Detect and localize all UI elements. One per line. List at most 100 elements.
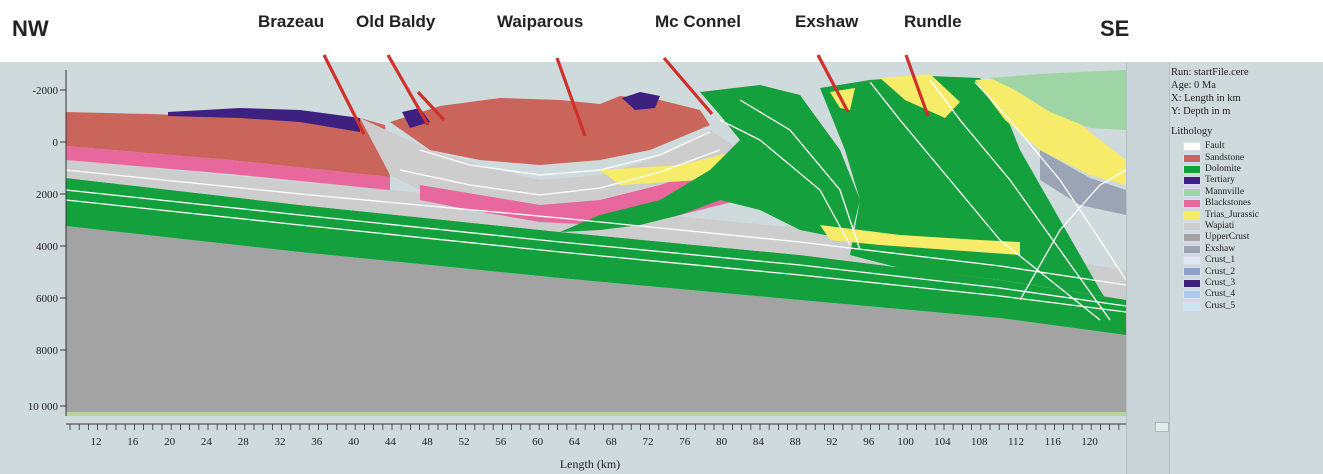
x-tick-label: 120 (1081, 436, 1098, 448)
x-tick-label: 60 (532, 436, 544, 448)
x-tick-label: 40 (348, 436, 360, 448)
x-tick-label: 32 (275, 436, 286, 448)
y-tick-label: 4000 (36, 241, 59, 253)
arrow-exshaw (816, 54, 850, 113)
y-axis-note: Y: Depth in m (1171, 106, 1231, 117)
horizon-lines (65, 79, 1127, 321)
x-tick-label: 48 (422, 436, 434, 448)
x-tick-label: 44 (385, 436, 397, 448)
x-tick-label: 108 (971, 436, 988, 448)
dolomite-sheet-mc-connel (560, 85, 860, 240)
legend-label: Crust_1 (1205, 255, 1236, 266)
legend-item: Crust_2 (1183, 266, 1321, 277)
legend-item: Crust_3 (1183, 278, 1321, 289)
legend-item: Wapiati (1183, 221, 1321, 232)
tertiary-central (622, 92, 660, 110)
x-tick-label: 112 (1008, 436, 1024, 448)
y-tick-label: -2000 (32, 85, 58, 97)
x-tick-label: 100 (897, 436, 914, 448)
legend-item: Mannville (1183, 187, 1321, 198)
legend-swatch (1183, 278, 1201, 288)
legend-label: Crust_3 (1205, 277, 1236, 288)
legend-swatch (1183, 199, 1201, 209)
y-tick-label: 6000 (36, 293, 59, 305)
x-tick-label: 116 (1045, 436, 1062, 448)
fault-arrows (322, 54, 930, 137)
locality-label-brazeau: Brazeau (258, 12, 325, 31)
tertiary-old-baldy (402, 108, 430, 128)
locality-label-old-baldy: Old Baldy (356, 12, 436, 31)
trias-jurassic-band (820, 225, 1020, 255)
legend-label: Wapiati (1205, 220, 1235, 231)
legend-item: Crust_1 (1183, 255, 1321, 266)
scrollbar-thumb[interactable] (1155, 422, 1169, 432)
x-tick-label: 24 (201, 436, 213, 448)
sandstone-sheet-central (390, 96, 710, 165)
x-tick-label: 68 (606, 436, 618, 448)
x-tick-label: 36 (311, 436, 323, 448)
direction-se: SE (1100, 16, 1130, 41)
legend-swatch (1183, 142, 1201, 152)
legend-label: Crust_5 (1205, 300, 1236, 311)
legend-swatch (1183, 301, 1201, 311)
x-tick-label: 104 (934, 436, 951, 448)
x-axis-title: Length (km) (560, 457, 620, 471)
tertiary-layer-west (168, 108, 360, 132)
plot-area (65, 54, 1127, 416)
legend-swatch (1183, 290, 1201, 300)
x-axis-note: X: Length in km (1171, 93, 1241, 104)
x-tick-label: 52 (459, 436, 470, 448)
legend-swatch (1183, 153, 1201, 163)
trias-jurassic-east (975, 78, 1126, 185)
locality-label-exshaw: Exshaw (795, 12, 859, 31)
arrow-rundle (904, 54, 930, 117)
legend-swatch (1183, 256, 1201, 266)
dolomite-sheet-exshaw (820, 76, 1126, 330)
legend-swatch (1183, 187, 1201, 197)
arrow-mc-connel (662, 56, 714, 116)
x-tick-label: 72 (643, 436, 654, 448)
upper-crust-layer (66, 226, 1126, 415)
run-file-text: Run: startFile.cere (1171, 67, 1249, 78)
sandstone-layer-west (66, 112, 390, 177)
legend-label: Tertiary (1205, 175, 1235, 186)
legend-swatch (1183, 244, 1201, 254)
y-tick-label: 8000 (36, 345, 59, 357)
blackstones-layer (66, 146, 390, 190)
x-tick-label: 84 (753, 436, 765, 448)
legend-item: Trias_Jurassic (1183, 209, 1321, 220)
axes (65, 70, 1126, 425)
legend-swatch (1183, 176, 1201, 186)
locality-label-waiparous: Waiparous (497, 12, 584, 31)
x-tick-label: 56 (495, 436, 507, 448)
legend-label: Fault (1205, 141, 1225, 152)
legend-title: Lithology (1171, 126, 1213, 137)
legend-swatch (1183, 221, 1201, 231)
legend-label: Blackstones (1205, 198, 1251, 209)
legend-item: Fault (1183, 141, 1321, 152)
age-text: Age: 0 Ma (1171, 80, 1216, 91)
legend-item: Blackstones (1183, 198, 1321, 209)
dolomite-lower-belt (66, 178, 1126, 335)
y-tick-label: 2000 (36, 189, 59, 201)
x-tick-label: 64 (569, 436, 581, 448)
arrow-brazeau (322, 54, 366, 135)
arrow-waiparous (555, 57, 587, 137)
x-tick-label: 76 (679, 436, 691, 448)
locality-label-rundle: Rundle (904, 12, 962, 31)
y-tick-label: 10 000 (28, 401, 59, 413)
legend-label: Exshaw (1205, 243, 1236, 254)
legend-item: UpperCrust (1183, 232, 1321, 243)
legend-item: Tertiary (1183, 175, 1321, 186)
legend-label: Crust_2 (1205, 266, 1236, 277)
x-tick-label: 96 (863, 436, 875, 448)
legend-swatch (1183, 164, 1201, 174)
legend-item: Exshaw (1183, 244, 1321, 255)
legend-swatch (1183, 210, 1201, 220)
legend-label: Crust_4 (1205, 289, 1236, 300)
vertical-scrollbar[interactable] (1126, 62, 1170, 474)
